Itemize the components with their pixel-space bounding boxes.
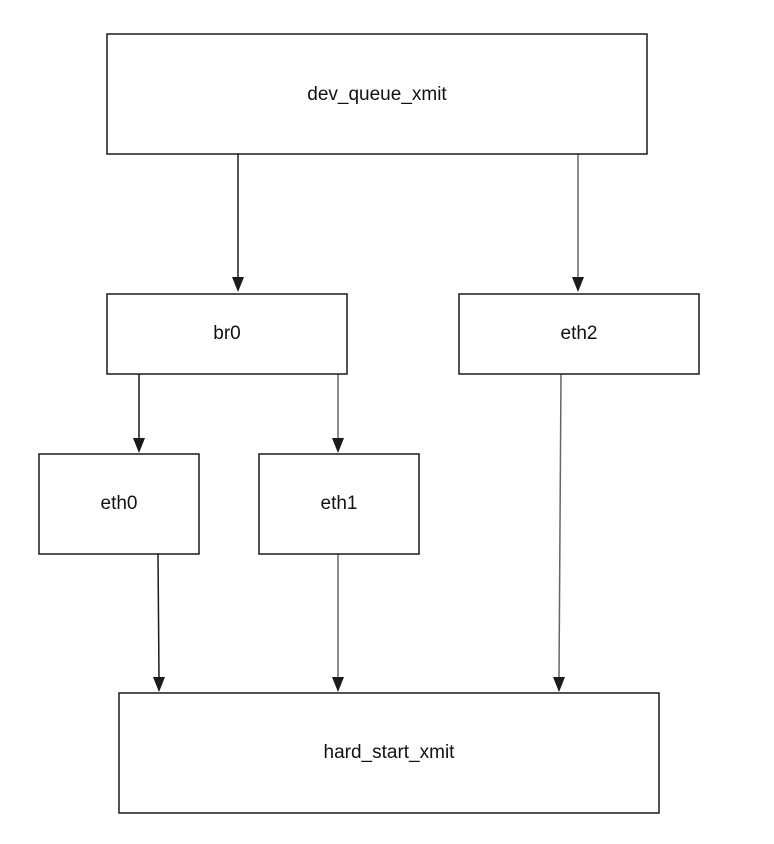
node-eth0: eth0 bbox=[38, 453, 200, 555]
node-label: br0 bbox=[213, 323, 240, 344]
node-box bbox=[118, 692, 660, 814]
edges bbox=[133, 154, 584, 692]
node-label: hard_start_xmit bbox=[324, 742, 456, 763]
arrow-head bbox=[153, 677, 165, 692]
node-label: dev_queue_xmit bbox=[307, 84, 447, 105]
edge-br0-to-eth1 bbox=[332, 374, 344, 453]
arrow-head bbox=[332, 677, 344, 692]
node-box bbox=[38, 453, 200, 555]
arrow-head bbox=[133, 438, 145, 453]
edge-eth0-to-hard-start-xmit bbox=[153, 553, 165, 692]
node-label: eth0 bbox=[101, 493, 138, 514]
node-br0: br0 bbox=[106, 293, 348, 375]
node-eth1: eth1 bbox=[258, 453, 420, 555]
node-eth2: eth2 bbox=[458, 293, 700, 375]
node-box bbox=[458, 293, 700, 375]
node-box bbox=[106, 293, 348, 375]
node-box bbox=[258, 453, 420, 555]
edge-eth1-to-hard-start-xmit bbox=[332, 554, 344, 692]
arrow-head bbox=[232, 277, 244, 292]
edge-br0-to-eth0 bbox=[133, 374, 145, 453]
node-label: eth2 bbox=[561, 323, 598, 344]
node-box bbox=[106, 33, 648, 155]
node-label: eth1 bbox=[321, 493, 358, 514]
edge-dev-queue-xmit-to-eth2 bbox=[572, 154, 584, 292]
arrow-head bbox=[572, 277, 584, 292]
node-dev-queue-xmit: dev_queue_xmit bbox=[106, 33, 648, 155]
arrow-head bbox=[332, 438, 344, 453]
arrow-head bbox=[553, 677, 565, 692]
edge-dev-queue-xmit-to-br0 bbox=[232, 154, 244, 292]
node-hard-start-xmit: hard_start_xmit bbox=[118, 692, 660, 814]
edge-eth2-to-hard-start-xmit bbox=[553, 373, 565, 692]
